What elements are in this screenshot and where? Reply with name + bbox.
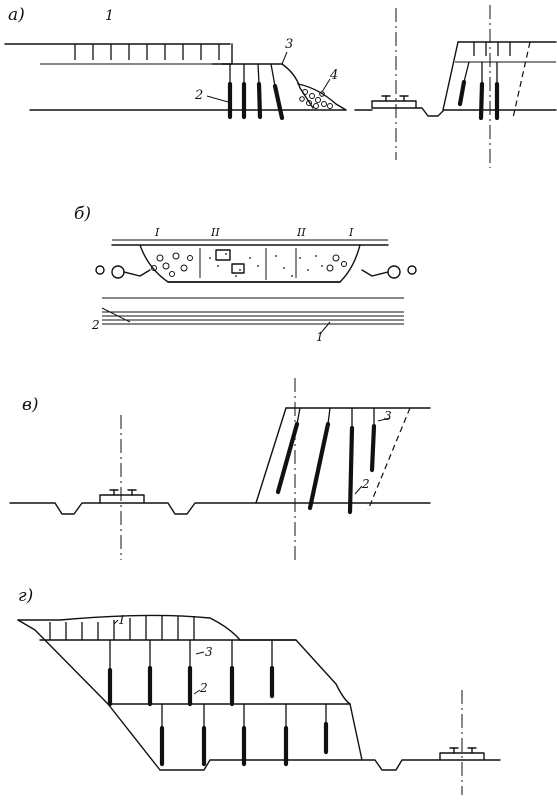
rail-track-g <box>439 747 485 761</box>
rubble-pile <box>297 83 347 111</box>
callout-b-1: 1 <box>316 330 324 344</box>
callout-g-1: 1 <box>118 613 126 627</box>
panel-b-label: б) <box>74 204 91 224</box>
callout-a-2: 2 <box>194 88 203 103</box>
excavators-b <box>95 249 417 279</box>
panel-g-label: г) <box>18 586 33 606</box>
callout-g-3: 3 <box>205 645 213 659</box>
callout-a-4: 4 <box>329 68 338 83</box>
rail-track-v <box>99 489 145 504</box>
section-label-b-2: II <box>210 226 220 239</box>
callout-g-2: 2 <box>199 681 208 695</box>
lower-bench-charges-g <box>159 704 329 767</box>
panel-a: а) 1 <box>4 5 557 168</box>
callout-a-3: 3 <box>285 37 293 52</box>
section-label-b-1: I <box>154 226 160 239</box>
panel-a-label: а) <box>8 5 25 25</box>
deep-charges-v <box>275 407 377 515</box>
middle-bench-charges-g <box>107 640 275 707</box>
rail-track-a <box>371 95 417 109</box>
callout-a-1: 1 <box>105 8 114 24</box>
callout-v-3: 3 <box>384 409 392 423</box>
section-label-b-3: II <box>296 226 306 239</box>
panel-b: б) <box>74 204 417 344</box>
section-label-b-4: I <box>348 226 354 239</box>
top-bench-holes-g <box>49 616 195 640</box>
panel-v-label: в) <box>22 395 39 415</box>
panel-v: в) 3 2 <box>9 378 431 560</box>
top-bench-holes <box>74 44 220 60</box>
deep-charges-a-right <box>457 42 511 121</box>
trench-rubble <box>139 244 361 283</box>
panel-g: г) <box>17 586 501 795</box>
callout-v-2: 2 <box>361 477 370 491</box>
deep-charges-a <box>227 63 285 121</box>
callout-b-2: 2 <box>91 318 100 332</box>
